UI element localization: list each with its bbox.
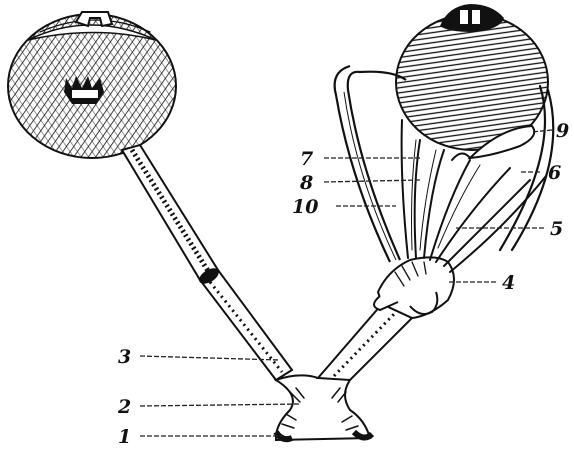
label-7: 7 bbox=[300, 148, 313, 170]
label-8: 8 bbox=[299, 172, 313, 194]
optic-chiasm bbox=[276, 375, 372, 440]
label-9: 9 bbox=[556, 120, 569, 142]
right-optic-nerve bbox=[318, 304, 412, 380]
label-2: 2 bbox=[117, 396, 131, 418]
left-eyeball bbox=[8, 12, 176, 158]
label-5: 5 bbox=[550, 218, 563, 240]
label-10: 10 bbox=[292, 196, 318, 218]
left-optic-nerve bbox=[122, 145, 292, 380]
label-1: 1 bbox=[118, 426, 131, 448]
label-4: 4 bbox=[502, 272, 515, 294]
label-3: 3 bbox=[118, 346, 131, 368]
label-6: 6 bbox=[548, 162, 561, 184]
